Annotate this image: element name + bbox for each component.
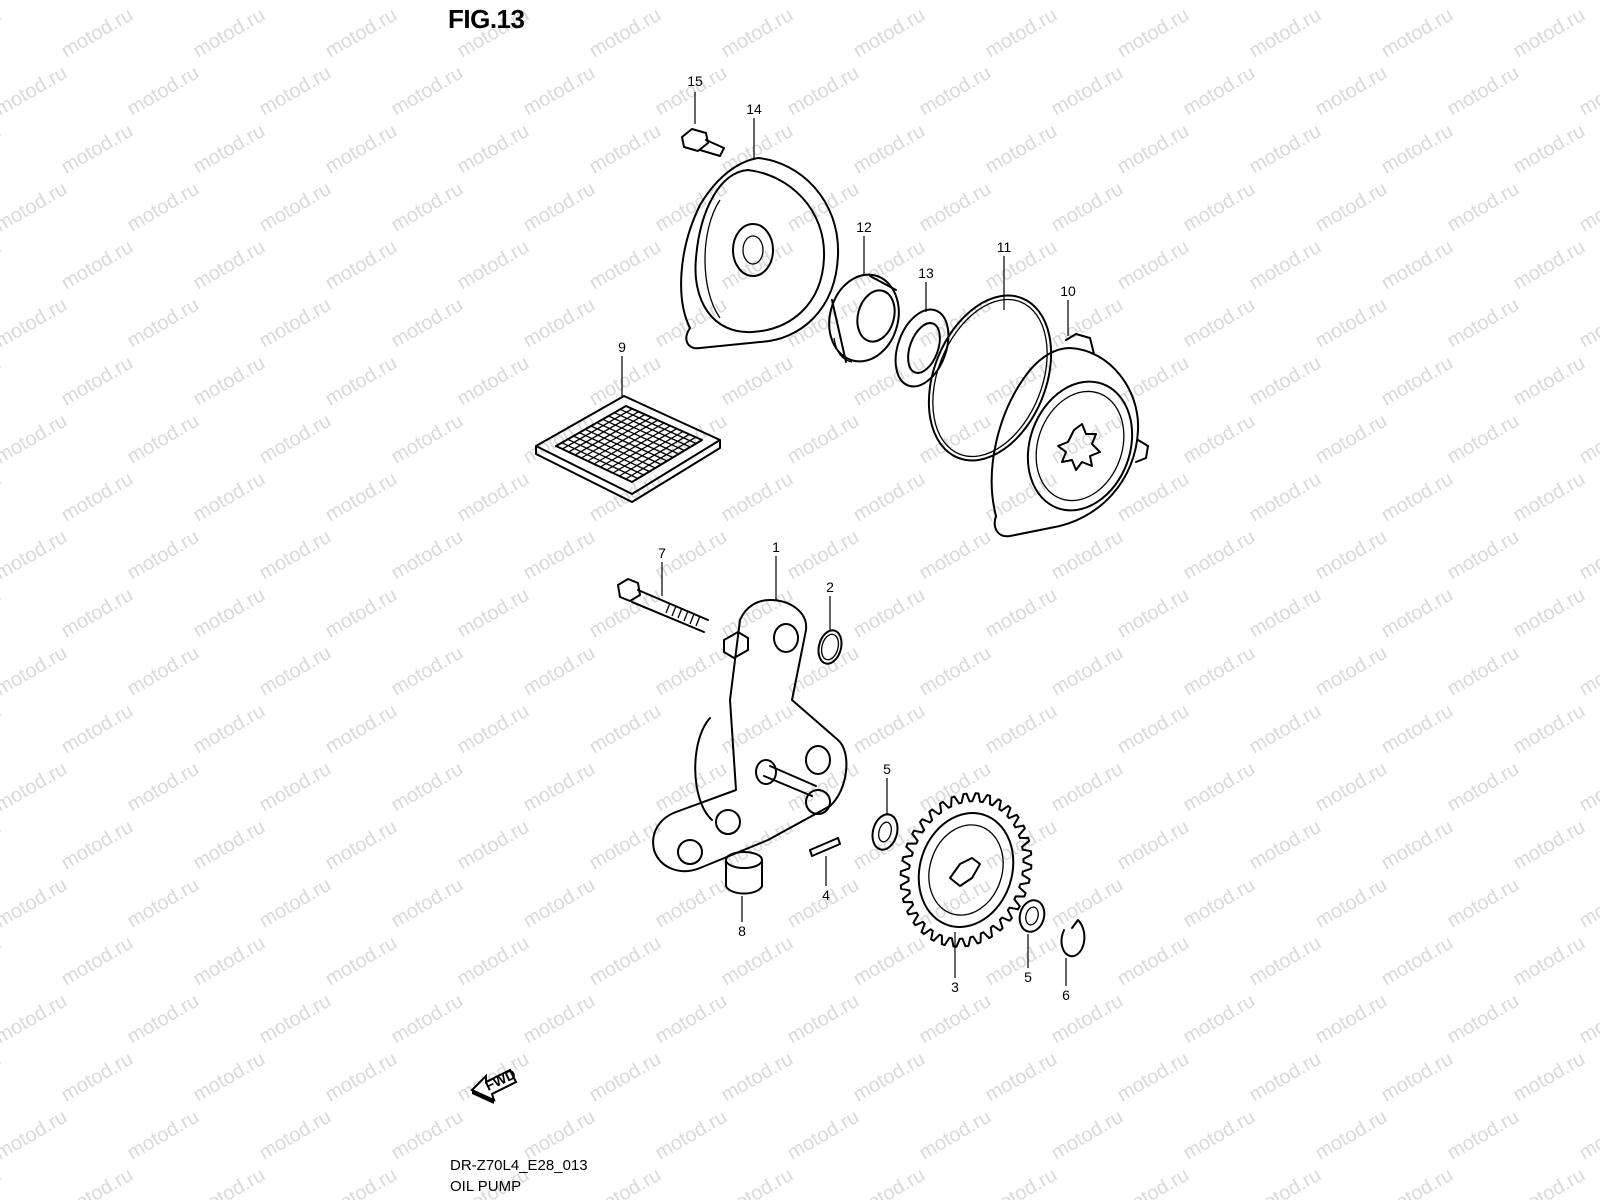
callout-labels: 15 14 12 13 11 10 9 7 1 2 5 4 8 3 5 6	[618, 73, 1076, 1003]
leader-lines	[621, 92, 1069, 986]
callout-3: 3	[951, 979, 959, 995]
pump-cover-part	[990, 333, 1149, 538]
strainer-mesh-line	[612, 430, 684, 474]
bolt-small-part	[681, 128, 725, 157]
strainer-part	[535, 395, 721, 503]
callout-15: 15	[687, 73, 703, 89]
cover-plate-part	[680, 157, 840, 350]
callout-12: 12	[856, 219, 872, 235]
strainer-mesh-line	[619, 408, 697, 445]
callout-5-lower: 5	[1024, 969, 1032, 985]
oil-pump-body-part	[652, 599, 848, 873]
circlip-part	[1060, 919, 1086, 958]
drawing-code: DR-Z70L4_E28_013	[450, 1157, 588, 1174]
callout-5-upper: 5	[883, 761, 891, 777]
washer-lower-part	[1018, 899, 1046, 933]
bolt-long-part	[617, 578, 709, 633]
o-ring-small-part	[817, 629, 843, 665]
fwd-arrow-icon: FWD	[470, 1066, 518, 1104]
dowel-part	[725, 851, 763, 895]
strainer-mesh-line	[600, 425, 671, 468]
washer-upper-part	[871, 813, 899, 851]
strainer-mesh-line	[619, 433, 690, 477]
callout-14: 14	[746, 101, 762, 117]
callout-8: 8	[738, 923, 746, 939]
o-ring-large-part	[927, 294, 1053, 462]
callout-13: 13	[918, 265, 934, 281]
callout-6: 6	[1062, 987, 1070, 1003]
callout-9: 9	[618, 339, 626, 355]
oil-seal-part	[828, 273, 900, 363]
driven-gear-part	[899, 792, 1033, 948]
figure-title: FIG.13	[448, 4, 525, 34]
callout-1: 1	[772, 539, 780, 555]
callout-4: 4	[822, 887, 830, 903]
drawing-name: OIL PUMP	[450, 1178, 522, 1195]
strainer-mesh-line	[606, 428, 677, 471]
pin-part	[809, 837, 841, 857]
callout-2: 2	[826, 579, 834, 595]
callout-11: 11	[997, 239, 1012, 255]
callout-10: 10	[1060, 283, 1076, 299]
washer-seal-part	[894, 308, 950, 388]
strainer-mesh-line	[593, 422, 665, 465]
strainer-mesh-line	[625, 436, 697, 480]
callout-7: 7	[658, 545, 666, 561]
